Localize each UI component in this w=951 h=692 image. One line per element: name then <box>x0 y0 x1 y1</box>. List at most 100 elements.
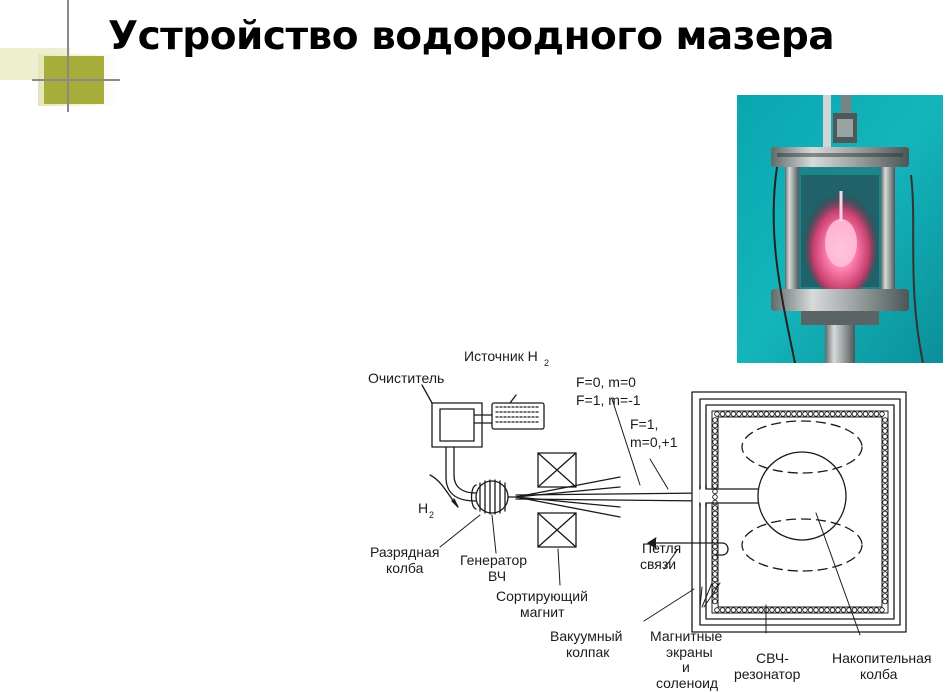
rf-coil <box>470 479 506 515</box>
solenoid-turn <box>835 411 841 417</box>
solenoid-turn <box>882 532 888 539</box>
solenoid-turn <box>882 543 888 550</box>
solenoid-turn <box>882 439 888 445</box>
label-source-sub: 2 <box>544 358 549 368</box>
solenoid-turn <box>712 433 718 440</box>
solenoid-turn <box>818 607 825 613</box>
solenoid-turn <box>747 607 753 613</box>
label-discharge2: колба <box>386 560 424 576</box>
solenoid-turn <box>882 593 888 599</box>
gas-pipe <box>445 446 477 502</box>
solenoid-turn <box>882 538 888 544</box>
solenoid-turn <box>712 472 718 478</box>
storage-bulb <box>757 451 847 541</box>
sorting-magnet <box>537 452 577 548</box>
solenoid-turn <box>882 576 888 583</box>
solenoid-turn <box>712 571 718 577</box>
solenoid-turn <box>882 477 888 484</box>
solenoid-turn <box>712 417 718 423</box>
solenoid-turn <box>882 422 888 429</box>
label-microwave1: СВЧ- <box>756 650 789 666</box>
solenoid-turn <box>712 444 718 451</box>
solenoid-turn <box>736 411 742 417</box>
solenoid-turn <box>882 450 888 456</box>
solenoid-turn <box>712 554 718 561</box>
beam-entry <box>699 484 707 508</box>
solenoid-turn <box>774 411 781 417</box>
solenoid-turn <box>791 411 797 417</box>
solenoid <box>711 410 889 614</box>
label-shields2: экраны <box>666 644 713 660</box>
solenoid-turn <box>862 607 869 613</box>
solenoid-turn <box>763 411 770 417</box>
solenoid-turn <box>712 543 718 550</box>
solenoid-turn <box>879 607 885 613</box>
solenoid-turn <box>752 411 759 417</box>
solenoid-turn <box>835 607 841 613</box>
label-shields1: Магнитные <box>650 628 722 644</box>
solenoid-turn <box>712 576 718 583</box>
solenoid-turn <box>807 607 814 613</box>
solenoid-turn <box>802 411 808 417</box>
solenoid-turn <box>868 411 874 417</box>
solenoid-turn <box>719 411 726 417</box>
solenoid-turn <box>882 444 888 451</box>
solenoid-turn <box>879 411 885 417</box>
solenoid-turn <box>882 483 888 489</box>
solenoid-turn <box>882 516 888 522</box>
solenoid-turn <box>882 505 888 511</box>
solenoid-turn <box>840 411 847 417</box>
solenoid-turn <box>712 488 718 495</box>
label-h2: H <box>418 500 428 516</box>
label-vacuum1: Вакуумный <box>550 628 623 644</box>
solenoid-turn <box>882 582 888 588</box>
solenoid-turn <box>712 560 718 566</box>
solenoid-turn <box>857 607 863 613</box>
atom-beams <box>515 476 707 518</box>
solenoid-turn <box>882 417 888 423</box>
solenoid-turn <box>813 607 819 613</box>
solenoid-turn <box>712 587 718 594</box>
solenoid-turn <box>813 411 819 417</box>
solenoid-turn <box>747 411 753 417</box>
solenoid-turn <box>714 411 720 417</box>
solenoid-turn <box>824 607 830 613</box>
solenoid-turn <box>730 607 737 613</box>
solenoid-turn <box>712 593 718 599</box>
label-state3a: F=1, <box>630 416 658 432</box>
solenoid-turn <box>882 549 888 555</box>
solenoid-turn <box>882 527 888 533</box>
solenoid-turn <box>851 607 858 613</box>
maser-diagram: Источник H 2 Очиститель F=0, m=0 F=1, m=… <box>368 348 932 691</box>
discharge-bulb <box>475 480 509 514</box>
solenoid-turn <box>882 571 888 577</box>
solenoid-turn <box>712 598 718 605</box>
solenoid-turn <box>882 466 888 473</box>
solenoid-turn <box>882 587 888 594</box>
solenoid-turn <box>882 494 888 500</box>
purifier <box>421 384 493 448</box>
label-generator1: Генератор <box>460 552 527 568</box>
label-discharge1: Разрядная <box>370 544 439 560</box>
solenoid-turn <box>882 461 888 467</box>
solenoid-turn <box>851 411 858 417</box>
solenoid-turn <box>882 565 888 572</box>
solenoid-turn <box>791 607 797 613</box>
solenoid-turn <box>712 582 718 588</box>
solenoid-turn <box>712 527 718 533</box>
solenoid-turn <box>780 607 786 613</box>
solenoid-turn <box>802 607 808 613</box>
solenoid-turn <box>796 607 803 613</box>
solenoid-turn <box>712 450 718 456</box>
solenoid-turn <box>882 598 888 605</box>
solenoid-turn <box>882 488 888 495</box>
solenoid-turn <box>829 411 836 417</box>
solenoid-turn <box>725 411 731 417</box>
solenoid-turn <box>785 607 792 613</box>
label-state1: F=0, m=0 <box>576 374 636 390</box>
hydrogen-source <box>491 394 545 430</box>
solenoid-turn <box>882 472 888 478</box>
label-vacuum2: колпак <box>566 644 610 660</box>
label-generator2: ВЧ <box>488 568 506 584</box>
solenoid-turn <box>741 411 748 417</box>
